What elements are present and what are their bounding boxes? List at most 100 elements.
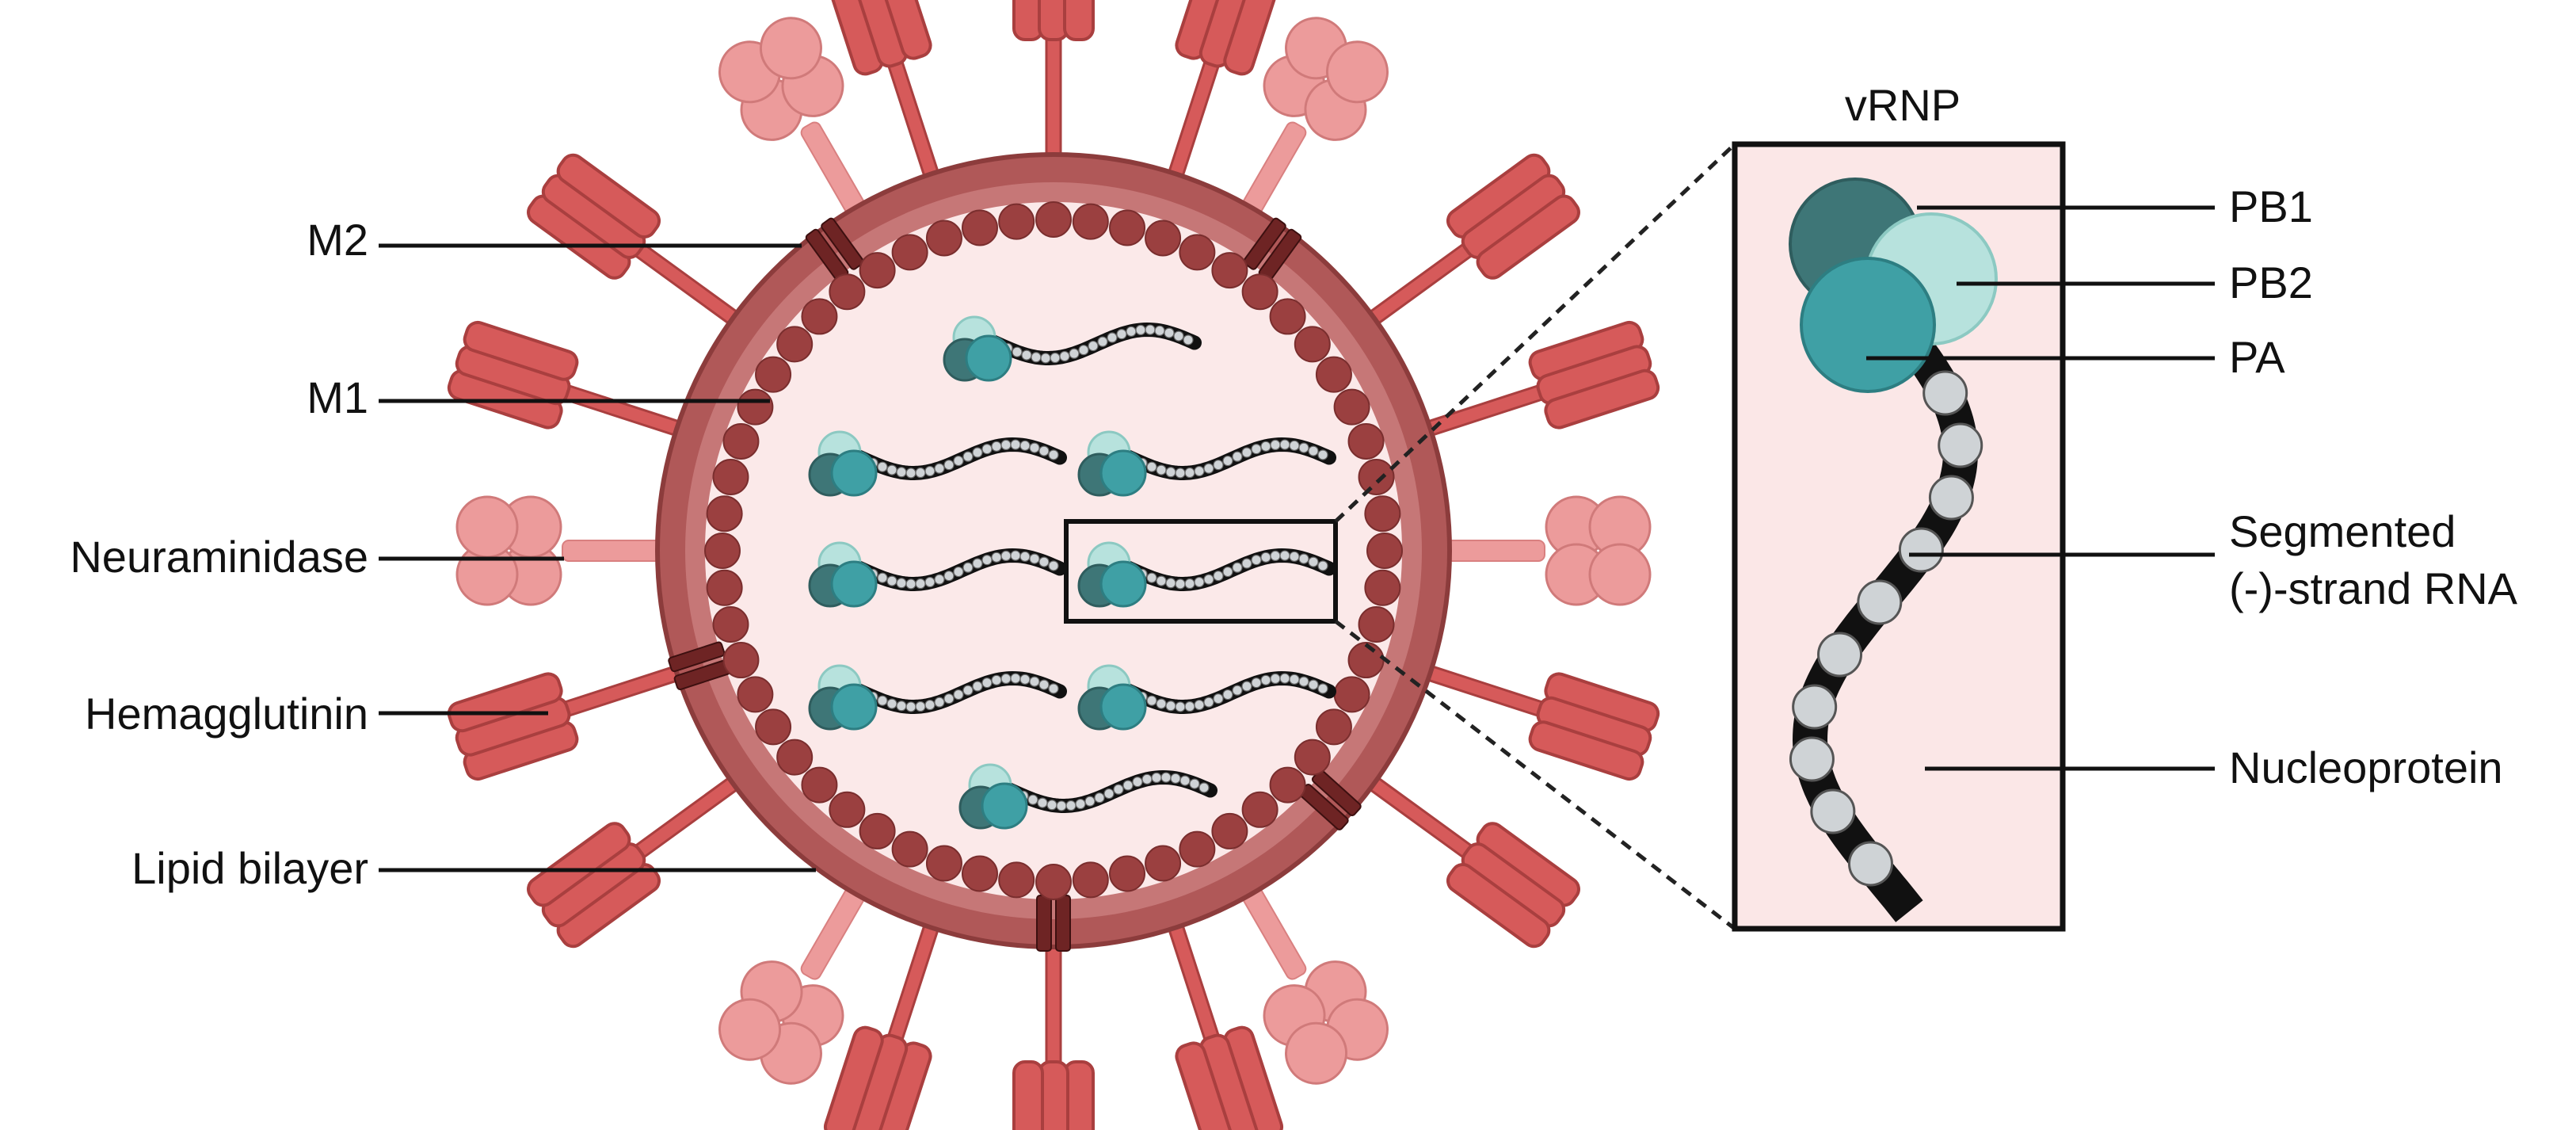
nucleoprotein-bead <box>1040 353 1051 364</box>
pa-subunit <box>1099 683 1147 731</box>
hemagglutinin-spike <box>447 320 688 440</box>
nucleoprotein-bead <box>924 576 936 588</box>
nucleoprotein-bead <box>972 558 983 569</box>
nucleoprotein-bead <box>1194 576 1205 588</box>
inset-nucleoprotein <box>1817 632 1863 678</box>
nucleoprotein-bead <box>1175 578 1186 590</box>
pa-subunit <box>965 334 1012 382</box>
nucleoprotein-bead <box>1146 461 1157 472</box>
neuraminidase-spike <box>455 495 666 606</box>
nucleoprotein-bead <box>877 572 888 583</box>
nucleoprotein-bead <box>934 697 945 708</box>
inset-nucleoprotein <box>1792 684 1838 730</box>
nucleoprotein-bead <box>1213 460 1224 471</box>
nucleoprotein-bead <box>877 695 888 706</box>
nucleoprotein-bead <box>1289 674 1300 685</box>
m1-protein <box>1072 861 1109 899</box>
m2-channel <box>805 217 864 281</box>
nucleoprotein-bead <box>905 578 916 590</box>
nucleoprotein-bead <box>1010 673 1021 684</box>
nucleoprotein-bead <box>1094 792 1105 804</box>
nucleoprotein-bead <box>1289 440 1300 451</box>
nucleoprotein-bead <box>1170 773 1181 784</box>
nucleoprotein-bead <box>905 468 916 479</box>
nucleoprotein-bead <box>991 441 1002 452</box>
nucleoprotein-bead <box>886 698 897 709</box>
vrnp <box>1077 664 1336 731</box>
inset-nucleoprotein <box>1857 579 1903 625</box>
nucleoprotein-bead <box>1000 439 1012 451</box>
label-m2: M2 <box>307 215 368 265</box>
vrnp-inset: vRNP PB1 PB2 PA Segmented (-)-strand RNA… <box>1732 80 2518 932</box>
m1-protein <box>1347 422 1385 460</box>
pa-subunit <box>830 449 878 497</box>
hemagglutinin-spike <box>1419 662 1660 781</box>
nucleoprotein-bead <box>1048 683 1059 694</box>
label-pa: PA <box>2229 332 2285 382</box>
m1-protein <box>961 209 998 246</box>
vrnp <box>958 763 1218 830</box>
nucleoprotein-bead <box>1012 346 1023 357</box>
nucleoprotein-bead <box>1107 332 1118 343</box>
m1-protein <box>712 606 749 643</box>
nucleoprotein-bead <box>1027 794 1038 805</box>
nucleoprotein-bead <box>1078 345 1089 356</box>
nucleoprotein-bead <box>1126 326 1137 337</box>
nucleoprotein-bead <box>972 447 983 458</box>
hemagglutinin-spike <box>447 662 688 781</box>
nucleoprotein-bead <box>1194 465 1205 477</box>
inset-nucleoprotein <box>1789 736 1835 782</box>
nucleoprotein-bead <box>1279 439 1290 450</box>
m1-protein <box>1294 326 1331 363</box>
nucleoprotein-bead <box>1031 352 1042 363</box>
vrnp <box>943 315 1202 382</box>
m1-protein <box>1366 533 1403 569</box>
nucleoprotein-bead <box>896 467 907 478</box>
m1-protein <box>859 812 896 849</box>
nucleoprotein-bead <box>1270 439 1281 451</box>
nucleoprotein-bead <box>1222 689 1233 701</box>
nucleoprotein-bead <box>981 555 993 566</box>
nucleoprotein-bead <box>915 701 926 712</box>
m1-protein <box>1358 458 1395 495</box>
nucleoprotein-bead <box>1048 449 1059 460</box>
nucleoprotein-bead <box>1141 773 1153 785</box>
nucleoprotein-bead <box>1308 445 1319 456</box>
m1-protein <box>1072 203 1109 240</box>
nucleoprotein-bead <box>1146 695 1157 706</box>
nucleoprotein-bead <box>1213 571 1224 582</box>
m2-channel <box>1036 895 1071 952</box>
m1-protein <box>801 298 838 335</box>
hemagglutinin-spike <box>1362 153 1580 330</box>
label-nucleoprotein: Nucleoprotein <box>2229 743 2503 792</box>
nucleoprotein-bead <box>1048 560 1059 571</box>
nucleoprotein-bead <box>1029 676 1040 687</box>
pa-subunit <box>1099 449 1147 497</box>
nucleoprotein-bead <box>1000 550 1012 562</box>
m1-protein <box>1333 388 1370 426</box>
nucleoprotein-bead <box>1260 552 1271 563</box>
label-hemagglutinin: Hemagglutinin <box>85 689 368 739</box>
nucleoprotein-bead <box>1184 578 1195 590</box>
nucleoprotein-bead <box>1179 775 1191 786</box>
m1-protein <box>998 861 1035 899</box>
nucleoprotein-bead <box>1000 673 1012 685</box>
m1-protein <box>998 203 1035 240</box>
m1-protein <box>1333 676 1370 713</box>
nucleoprotein-bead <box>915 467 926 479</box>
m1-protein <box>1145 845 1182 882</box>
nucleoprotein-bead <box>1175 468 1186 479</box>
nucleoprotein-bead <box>962 685 974 696</box>
m1-protein <box>776 739 814 776</box>
nucleoprotein-bead <box>962 562 974 573</box>
nucleoprotein-bead <box>924 699 936 711</box>
m2-ion-channels <box>668 217 1362 952</box>
zoom-box <box>1064 519 1338 624</box>
nucleoprotein-bead <box>1175 701 1186 712</box>
nucleoprotein-bead <box>1084 796 1096 807</box>
nucleoprotein-bead <box>1173 330 1184 342</box>
m1-protein <box>1211 252 1248 289</box>
neuraminidase-spike <box>718 883 867 1085</box>
nucleoprotein-bead <box>915 578 926 590</box>
inset-nucleoprotein <box>1898 527 1944 573</box>
